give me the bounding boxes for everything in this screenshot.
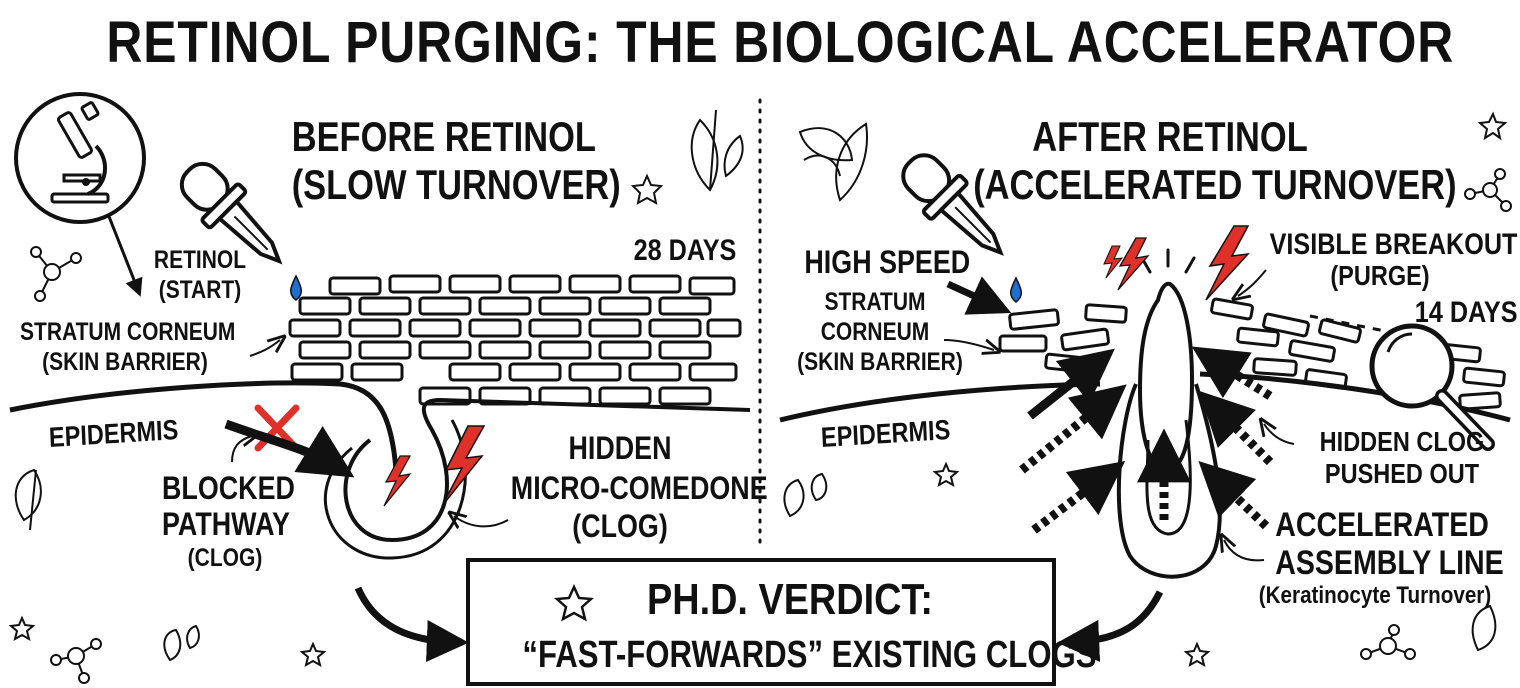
lightning-icon (1205, 225, 1250, 301)
blocked-pathway-line1: BLOCKED (162, 470, 295, 506)
breakout-label: VISIBLE BREAKOUT (1269, 228, 1518, 261)
stratum-leader-before (249, 340, 280, 357)
lightning-icon (1103, 245, 1124, 279)
lightning-icon (441, 425, 486, 507)
retinol-start-label: RETINOL (153, 246, 247, 274)
hidden-comedone-line3: (CLOG) (572, 508, 668, 544)
after-days: 14 DAYS (1414, 296, 1518, 329)
stratum-after-line1: STRATUM (824, 288, 926, 316)
verdict-statement: “FAST-FORWARDS” EXISTING CLOGS (522, 634, 1097, 676)
dropper-icon (901, 153, 1004, 256)
assembly-arrows (1019, 346, 1274, 534)
star-icon (8, 111, 1508, 668)
magnifier-icon (1369, 323, 1495, 451)
blocked-leader (231, 436, 252, 463)
stratum-before-sub: (SKIN BARRIER) (42, 348, 208, 376)
blocked-pathway-line2: PATHWAY (162, 506, 290, 542)
verdict-arrow-right (1057, 590, 1164, 662)
before-days: 28 DAYS (633, 234, 737, 267)
stratum-before-label: STRATUM CORNEUM (20, 318, 236, 346)
assembly-line1: ACCELERATED (1275, 506, 1489, 544)
microscope-icon (14, 92, 146, 224)
leaf-icon (14, 109, 1497, 662)
assembly-line3: (Keratinocyte Turnover) (1258, 582, 1492, 609)
stratum-after-line3: (SKIN BARRIER) (797, 348, 963, 376)
clog-out-line1: HIDDEN CLOG (1319, 426, 1485, 457)
after-heading: AFTER RETINOL (1032, 113, 1308, 160)
lightning-icon (383, 455, 412, 507)
dropper-icon (179, 161, 283, 265)
lightning-icon (1117, 237, 1150, 291)
drop-icon (290, 274, 302, 301)
page-title: RETINOL PURGING: THE BIOLOGICAL ACCELERA… (106, 10, 1455, 75)
stratum-corneum-bricks-before (288, 274, 742, 406)
stratum-after-line2: CORNEUM (820, 318, 930, 346)
hidden-comedone-line1: HIDDEN (568, 430, 672, 466)
hidden-leader (454, 516, 509, 526)
hidden-comedone-line2: MICRO-COMEDONE (510, 470, 768, 506)
assembly-line2: ASSEMBLY LINE (1275, 544, 1504, 582)
epidermis-line-before (9, 380, 399, 471)
before-subheading: (SLOW TURNOVER) (291, 161, 621, 208)
blocked-pathway-line3: (CLOG) (187, 544, 263, 572)
assembly-leader (1224, 540, 1265, 562)
verdict-arrow-left (354, 586, 469, 663)
verdict-box: PH.D. VERDICT: “FAST-FORWARDS” EXISTING … (466, 558, 1097, 686)
before-heading: BEFORE RETINOL (291, 113, 596, 160)
microscope-pointer-arrow (106, 213, 143, 297)
high-speed-arrow (946, 276, 1012, 315)
clog-out-leader (1264, 424, 1295, 445)
retinol-start-sub: (START) (158, 276, 242, 304)
drop-icon (1010, 276, 1022, 303)
follicle-before (343, 397, 751, 543)
star-icon (554, 584, 594, 622)
molecule-icon (30, 168, 1512, 684)
breakout-sub: (PURGE) (1330, 260, 1430, 291)
verdict-title: PH.D. VERDICT: (647, 575, 933, 624)
stratum-leader-after (943, 340, 994, 350)
high-speed-label: HIGH SPEED (804, 244, 971, 280)
burst-lines (1140, 248, 1196, 274)
blocked-arrow (224, 419, 355, 478)
clog-out-line2: PUSHED OUT (1324, 458, 1480, 489)
breakout-leader (1238, 269, 1267, 296)
after-subheading: (ACCELERATED TURNOVER) (973, 161, 1457, 208)
